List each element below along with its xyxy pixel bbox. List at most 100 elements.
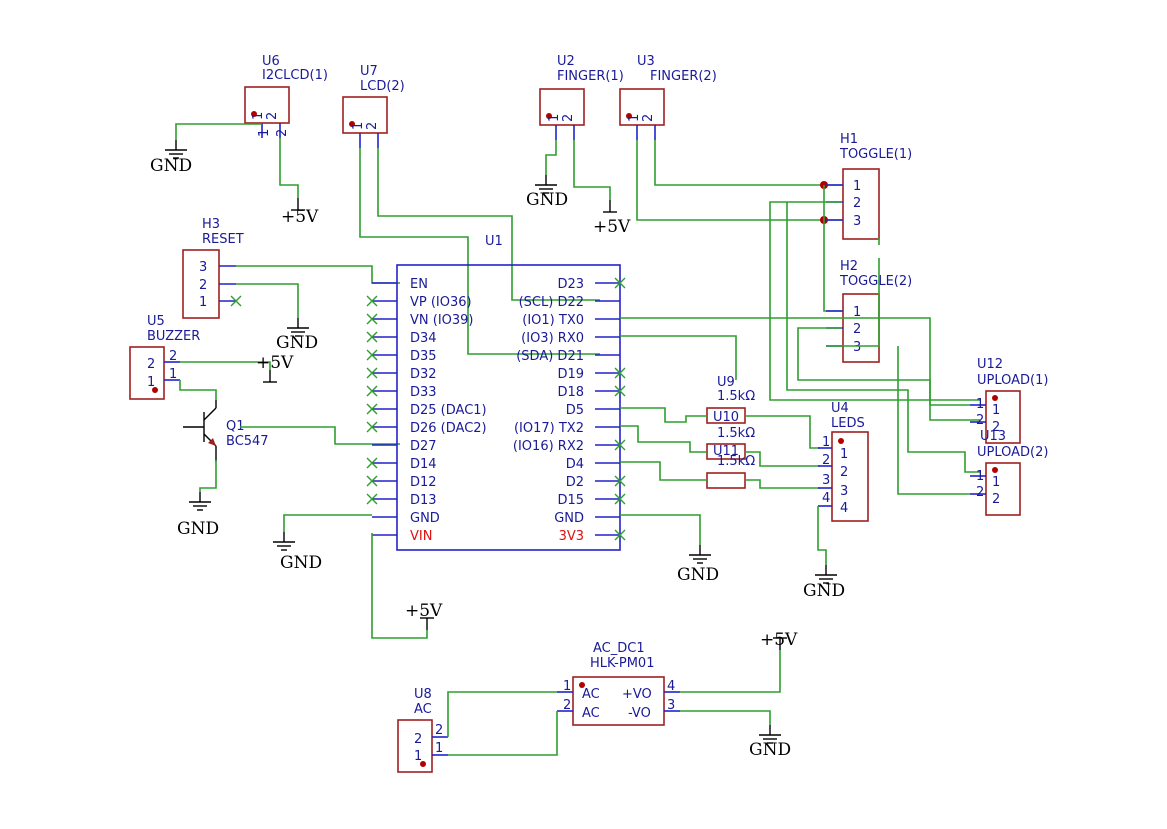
u13-pin: 1 (992, 475, 1000, 490)
u1-right-pin: (SCL) D22 (519, 295, 584, 310)
gnd-label: GND (177, 519, 219, 539)
acdc-label: AC (582, 687, 600, 702)
h2-pin: 1 (853, 305, 861, 320)
u1-right-pin: (IO17) TX2 (514, 421, 584, 436)
u12-ref: U12 (977, 357, 1003, 372)
svg-text:1: 1 (976, 397, 984, 412)
u7-pin2: 2 (365, 122, 380, 130)
h1-value: TOGGLE(1) (839, 147, 912, 162)
u13-connector: U13 UPLOAD(2) 1 2 1 2 (970, 429, 1048, 516)
svg-text:2: 2 (822, 453, 830, 468)
u4-connector: U4 LEDS 1 2 3 4 1 2 3 4 (818, 401, 869, 522)
gnd-label: GND (803, 581, 845, 601)
u1-left-pin: D14 (410, 457, 437, 472)
u2-value: FINGER(1) (557, 69, 624, 84)
h1-connector: H1 TOGGLE(1) 1 2 3 (826, 132, 912, 240)
u1-left-pin: D25 (DAC1) (410, 403, 487, 418)
h3-pin: 1 (199, 295, 207, 310)
h3-connector: H3 RESET 3 2 1 (182, 217, 244, 319)
u3-ref: U3 (637, 54, 655, 69)
svg-text:4: 4 (822, 491, 830, 506)
svg-text:1: 1 (257, 129, 272, 137)
gnd-label: GND (526, 190, 568, 210)
u11-value: 1.5kΩ (717, 454, 755, 469)
svg-text:2: 2 (169, 349, 177, 364)
u7-value: LCD(2) (360, 79, 405, 94)
gnd-label: GND (749, 740, 791, 760)
u4-pin: 4 (840, 501, 848, 516)
svg-text:3: 3 (822, 473, 830, 488)
u1-right-pin: D19 (557, 367, 584, 382)
acdc-value: HLK-PM01 (590, 656, 654, 671)
u12-value: UPLOAD(1) (977, 373, 1048, 388)
u6-ref: U6 (262, 54, 280, 69)
svg-text:2: 2 (435, 723, 443, 738)
u1-right-pin: (IO16) RX2 (513, 439, 584, 454)
u3-connector: U3 FINGER(2) 1 2 (619, 54, 717, 140)
u12-pin: 1 (992, 403, 1000, 418)
u1-left-pin: D26 (DAC2) (410, 421, 487, 436)
u9-ref: U9 (717, 375, 735, 390)
u2-ref: U2 (557, 54, 575, 69)
u4-value: LEDS (831, 416, 865, 431)
h2-value: TOGGLE(2) (839, 274, 912, 289)
q1-ref: Q1 (226, 419, 245, 434)
acdc-label: +VO (622, 687, 652, 702)
u13-ref: U13 (980, 429, 1006, 444)
vcc-label: +5V (405, 601, 443, 621)
svg-text:1: 1 (169, 367, 177, 382)
u1-right-pin: D18 (557, 385, 584, 400)
u12-pin: 2 (992, 420, 1000, 435)
svg-text:1: 1 (822, 435, 830, 450)
u1-ref: U1 (485, 234, 503, 249)
h2-pin: 3 (853, 340, 861, 355)
u1-left-pin: VN (IO39) (410, 313, 474, 328)
acdc-ref: AC_DC1 (593, 641, 645, 656)
u1-left-pin: VIN (410, 529, 432, 544)
u2-pin2: 2 (561, 114, 576, 122)
u4-pin: 2 (840, 465, 848, 480)
svg-text:2: 2 (976, 485, 984, 500)
u6-value: I2CLCD(1) (262, 68, 328, 83)
u8-ref: U8 (414, 687, 432, 702)
u1-left-pin: D27 (410, 439, 437, 454)
u3-pin1: 1 (627, 114, 642, 122)
u1-right-pin: (SDA) D21 (516, 349, 584, 364)
u6-pin1: 1 (251, 112, 266, 120)
h1-ref: H1 (840, 132, 858, 147)
u4-ref: U4 (831, 401, 849, 416)
q1-value: BC547 (226, 434, 269, 449)
u1-right-pin: D5 (566, 403, 584, 418)
h3-pin: 3 (199, 260, 207, 275)
u1-left-pin: GND (410, 511, 440, 526)
h3-pin: 2 (199, 278, 207, 293)
u13-pin: 2 (992, 492, 1000, 507)
u12-connector: U12 UPLOAD(1) 1 2 1 2 (970, 357, 1048, 444)
h1-pin: 2 (853, 196, 861, 211)
h3-value: RESET (202, 232, 244, 247)
svg-text:2: 2 (275, 129, 290, 137)
acdc-label: AC (582, 706, 600, 721)
acdc-pin: 3 (667, 698, 675, 713)
u7-pin1: 1 (351, 122, 366, 130)
acdc-pin: 1 (563, 679, 571, 694)
u1-left-pin: D35 (410, 349, 437, 364)
vcc-label: +5V (593, 217, 631, 237)
u1-left-pin: D12 (410, 475, 437, 490)
u5-pin: 1 (147, 375, 155, 390)
h2-ref: H2 (840, 259, 858, 274)
u6-pin2: 2 (265, 112, 280, 120)
u6-connector: U6 I2CLCD(1) 1 2 1 2 (244, 54, 328, 138)
u2-pin1: 1 (547, 114, 562, 122)
acdc-pin: 4 (667, 679, 675, 694)
gnd-label: GND (276, 333, 318, 353)
u8-pin: 2 (414, 732, 422, 747)
u2-connector: U2 FINGER(1) 1 2 (539, 54, 624, 140)
u1-right-pin: D2 (566, 475, 584, 490)
gnd-label: GND (150, 156, 192, 176)
ac-dc1-module: AC_DC1 HLK-PM01 1 2 4 3 AC AC +VO -VO (557, 641, 680, 726)
h2-connector: H2 TOGGLE(2) 1 2 3 (826, 259, 912, 363)
vcc-label: +5V (256, 353, 294, 373)
